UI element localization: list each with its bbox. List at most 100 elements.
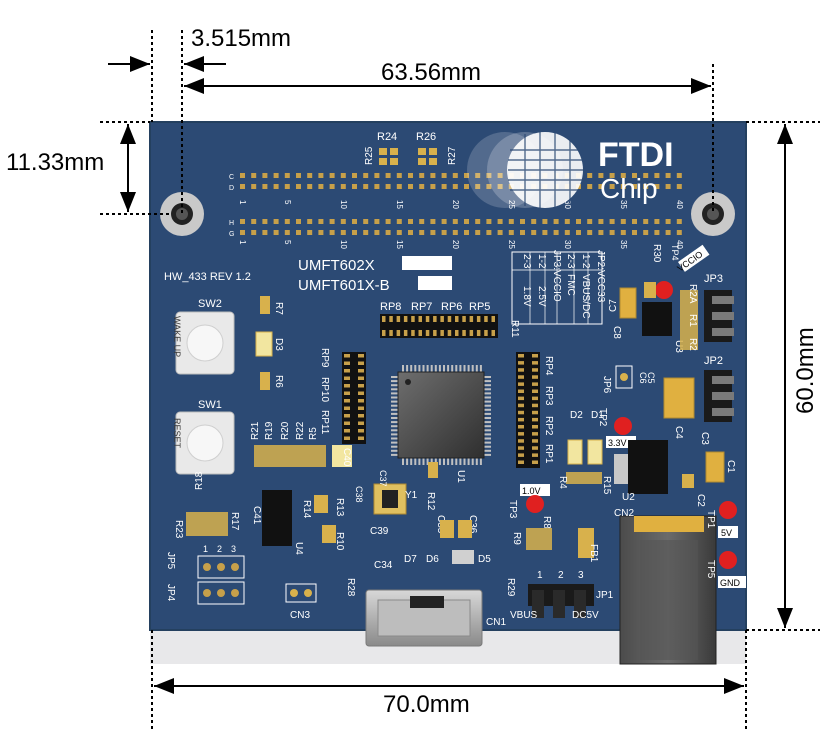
r25-label: R25 xyxy=(364,146,375,165)
fmc-pad xyxy=(352,219,357,224)
fmc-pad xyxy=(318,230,324,235)
d2-label: D2 xyxy=(570,410,583,421)
fmc-pad xyxy=(464,230,469,235)
fmc-bottom-number: 25 xyxy=(507,240,516,249)
top-resistors: R24 R26 R25 R27 xyxy=(364,131,458,165)
fmc-pad xyxy=(520,219,525,224)
r1-label: R1 xyxy=(687,314,698,327)
cn2-dc-jack: CN2 xyxy=(614,508,717,665)
jp2-row1-pins: 1-2 xyxy=(580,254,591,269)
fmc-pad xyxy=(385,219,391,224)
fmc-pad xyxy=(441,219,447,224)
c2-label: C2 xyxy=(695,494,706,507)
fmc-pad xyxy=(374,173,380,178)
fmc-pad xyxy=(307,184,313,189)
fmc-pad xyxy=(654,184,660,189)
fmc-top-number: 35 xyxy=(619,200,628,209)
fmc-pad xyxy=(430,184,436,189)
r12-label: R12 xyxy=(425,492,436,511)
rp1-label: RP1 xyxy=(543,444,554,464)
r2a-label: R2A xyxy=(687,284,698,304)
fmc-pad xyxy=(564,230,570,235)
rp8-label: RP8 xyxy=(380,301,401,313)
fmc-pad xyxy=(598,230,604,235)
fmc-pad xyxy=(262,184,268,189)
r5-label: R5 xyxy=(308,427,319,440)
jp5-pin3: 3 xyxy=(231,544,236,554)
fmc-pad xyxy=(475,230,481,235)
c8-label: C8 xyxy=(611,326,622,339)
c5-label: C5 xyxy=(646,372,656,384)
ftdi-logo: FTDI Chip xyxy=(467,132,674,208)
fmc-pad xyxy=(430,230,436,235)
fmc-pad xyxy=(318,184,324,189)
c7-label: C7 xyxy=(608,299,619,312)
fmc-pad xyxy=(620,173,626,178)
row-d-label: D xyxy=(229,185,234,192)
fmc-pad xyxy=(284,230,290,235)
u3-label: U3 xyxy=(673,340,684,353)
jp3-row2-pins: 2-3 xyxy=(521,254,532,269)
fmc-pad xyxy=(553,219,559,224)
r10-label: R10 xyxy=(334,532,345,551)
fmc-pad xyxy=(329,184,335,189)
d7-label: D7 xyxy=(404,554,417,565)
mounting-hole-left xyxy=(160,192,204,236)
r13-label: R13 xyxy=(334,498,345,517)
jumper-table: JP3:VCCIO 1-2 2.5V 2-3 1.8V JP2:VCC33 1-… xyxy=(511,250,606,325)
fmc-pad xyxy=(240,173,245,178)
fmc-pad xyxy=(598,173,604,178)
fmc-pad xyxy=(307,219,313,224)
fmc-pad xyxy=(329,230,335,235)
tp5-label: TP5 xyxy=(705,560,716,579)
reset-label: RESET xyxy=(172,418,182,449)
jp1-header: 1 2 3 JP1 VBUS DC5V xyxy=(510,570,614,621)
fmc-pad xyxy=(273,230,279,235)
r4-label: R4 xyxy=(557,476,568,489)
rp-left-col: RP9 RP10 RP11 xyxy=(319,348,366,444)
row-c-label: C xyxy=(229,174,234,181)
c4-label: C4 xyxy=(673,426,684,439)
tp2-label: TP2 xyxy=(597,408,608,427)
r11-label: R11 xyxy=(509,320,520,338)
fmc-pad xyxy=(430,219,436,224)
fmc-pad xyxy=(296,219,301,224)
fmc-pad xyxy=(273,184,279,189)
fmc-pad xyxy=(396,219,402,224)
dc5v-label: DC5V xyxy=(572,610,599,621)
fmc-bottom-number: 20 xyxy=(451,240,460,249)
fmc-pad xyxy=(352,173,357,178)
fmc-pad xyxy=(598,219,604,224)
fmc-pad xyxy=(531,230,537,235)
fmc-pad xyxy=(408,173,413,178)
jp3-label: JP3 xyxy=(704,273,723,285)
r29-label: R29 xyxy=(505,578,516,597)
fmc-pad xyxy=(251,184,257,189)
rp9-label: RP9 xyxy=(319,348,330,368)
fmc-pad xyxy=(441,230,447,235)
jp2-row2-val: FMC xyxy=(565,274,576,296)
fmc-pad xyxy=(318,219,324,224)
fmc-pad xyxy=(643,173,649,178)
fmc-pad xyxy=(475,173,481,178)
rp5-label: RP5 xyxy=(469,301,490,313)
cn1-usb-connector: CN1 xyxy=(365,589,506,647)
dim-board-width: 70.0mm xyxy=(383,691,470,718)
dimension-lines xyxy=(100,30,820,730)
jp5-pin2: 2 xyxy=(217,544,222,554)
fmc-pad xyxy=(497,184,503,189)
fmc-top-number: 25 xyxy=(507,200,516,209)
crystal-y1: Y1 C39 C38 C35 C36 C37 xyxy=(354,470,478,538)
jp2-row1-val: VBUS/DC xyxy=(580,274,591,318)
fmc-pad xyxy=(396,173,402,178)
fmc-pad xyxy=(475,184,481,189)
fmc-pad xyxy=(296,230,301,235)
fmc-pad xyxy=(676,184,682,189)
jp2-row2-pins: 2-3 xyxy=(565,254,576,269)
r2-label: R2 xyxy=(687,338,698,351)
c34-label: C34 xyxy=(374,560,393,571)
fmc-pad xyxy=(665,230,671,235)
fmc-pad xyxy=(620,184,626,189)
fmc-pad xyxy=(587,184,593,189)
rp2-label: RP2 xyxy=(543,416,554,436)
